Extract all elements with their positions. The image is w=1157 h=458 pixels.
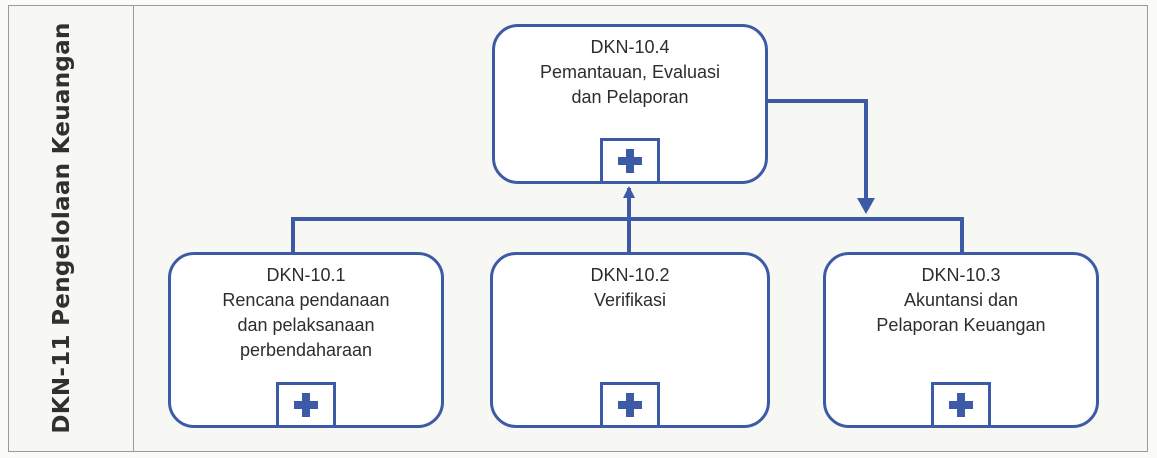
plus-expand-icon[interactable]: [600, 382, 660, 428]
node-code: DKN-10.4: [590, 37, 670, 57]
side-panel: [9, 6, 134, 451]
node-title: Pemantauan, Evaluasi dan Pelaporan: [539, 62, 721, 107]
node-dkn-10-2[interactable]: DKN-10.2 Verifikasi: [490, 252, 770, 428]
plus-expand-icon[interactable]: [276, 382, 336, 428]
node-dkn-10-1[interactable]: DKN-10.1 Rencana pendanaan dan pelaksana…: [168, 252, 444, 428]
node-title: Verifikasi: [593, 290, 667, 310]
node-code: DKN-10.1: [266, 265, 346, 285]
node-title: Akuntansi dan Pelaporan Keuangan: [876, 290, 1046, 335]
node-dkn-10-3[interactable]: DKN-10.3 Akuntansi dan Pelaporan Keuanga…: [823, 252, 1099, 428]
node-dkn-10-4[interactable]: DKN-10.4 Pemantauan, Evaluasi dan Pelapo…: [492, 24, 768, 184]
node-code: DKN-10.3: [921, 265, 1001, 285]
arrow-head-down: [857, 198, 875, 214]
node-code: DKN-10.2: [590, 265, 670, 285]
plus-expand-icon[interactable]: [931, 382, 991, 428]
plus-expand-icon[interactable]: [600, 138, 660, 184]
node-title: Rencana pendanaan dan pelaksanaan perben…: [222, 290, 390, 360]
arrow-down-right: [768, 99, 868, 208]
